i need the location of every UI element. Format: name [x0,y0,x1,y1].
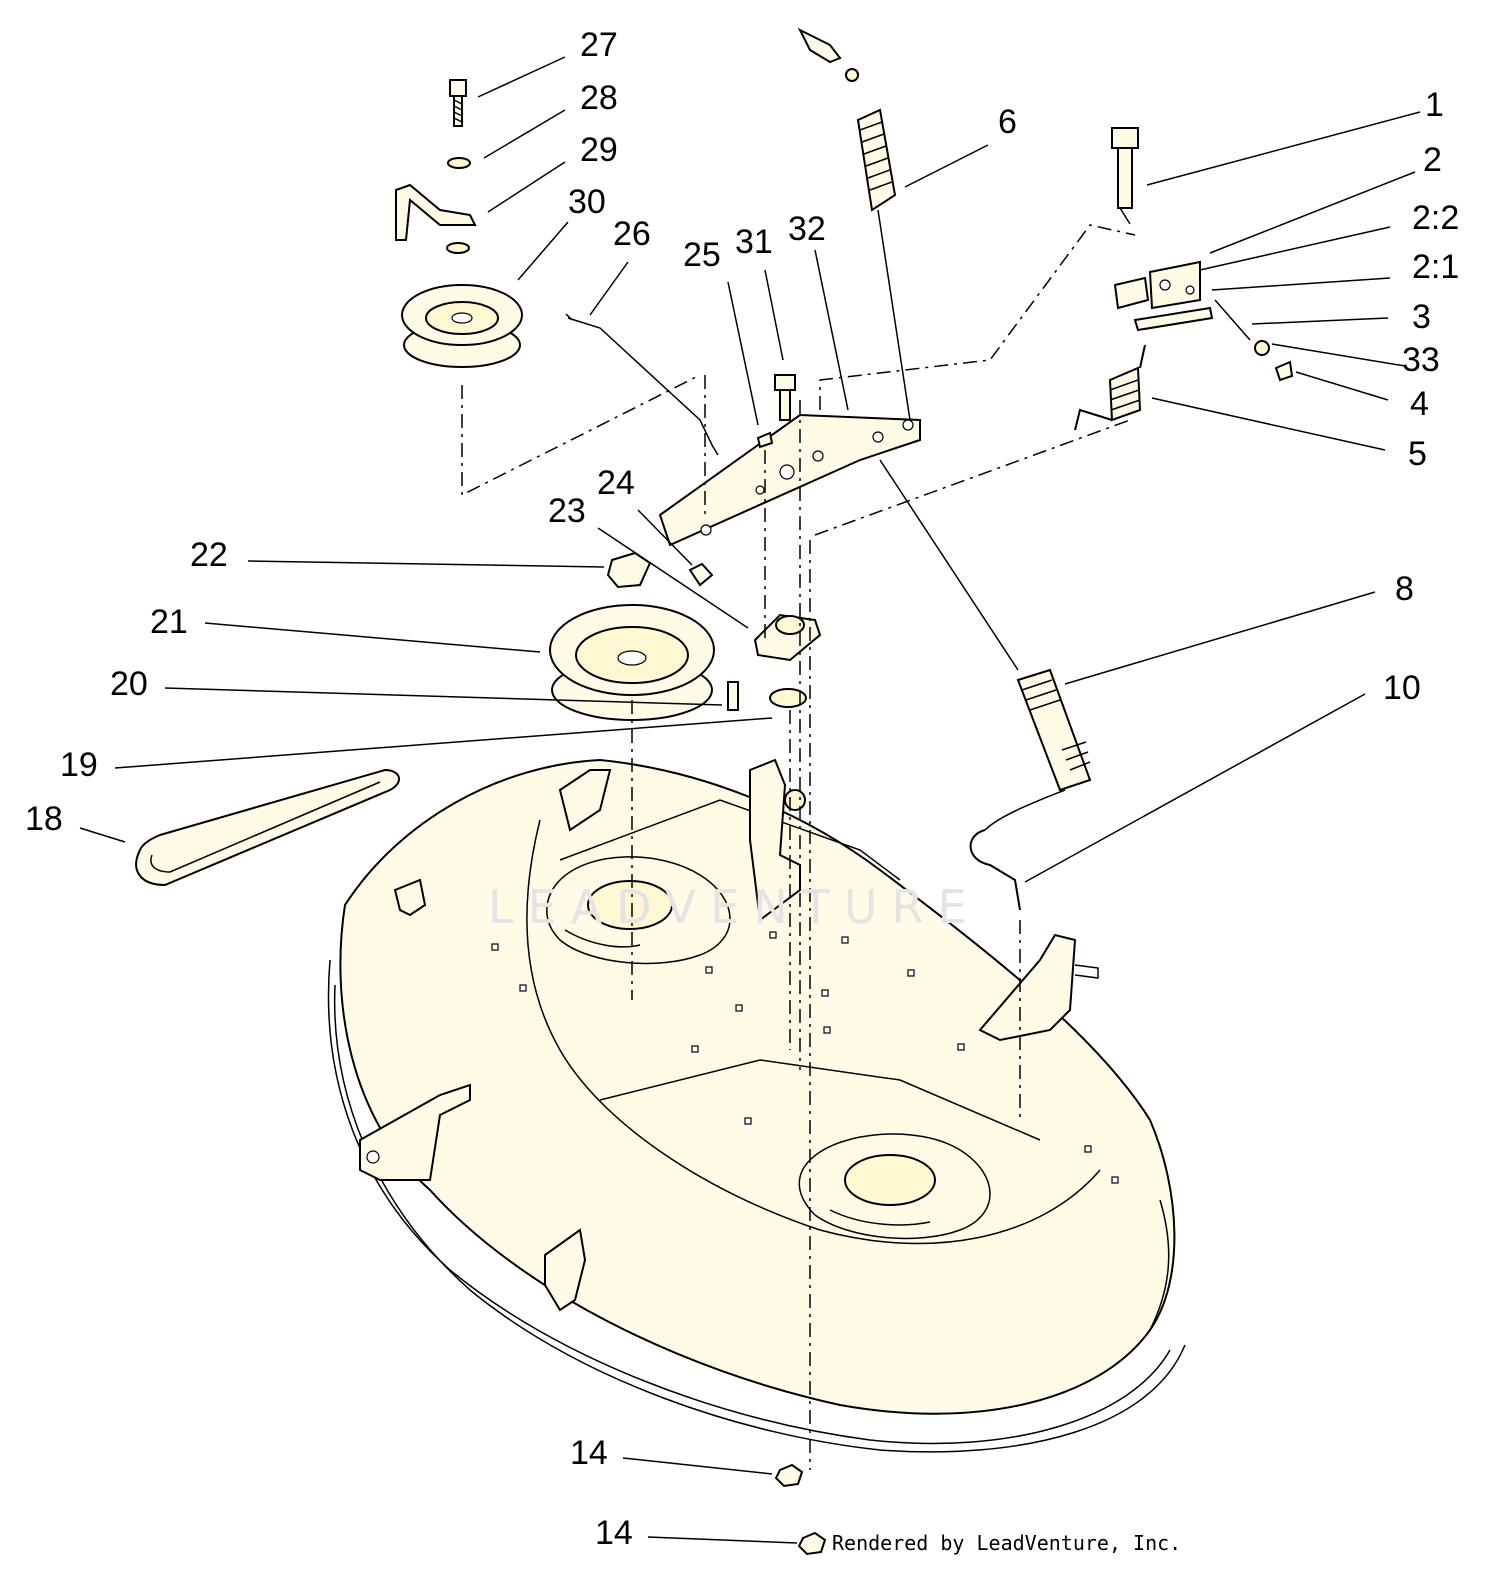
callout-31: 31 [735,223,773,261]
callout-8: 8 [1395,570,1414,608]
callout-20: 20 [110,665,148,703]
mower-deck-housing [327,758,1186,1453]
watermark-text: LEADVENTURE [488,880,981,934]
callout-6: 6 [998,103,1017,141]
adjustment-rod [969,829,1021,911]
callout-4: 4 [1410,385,1429,423]
render-credit: Rendered by LeadVenture, Inc. [832,1531,1182,1555]
callout-18: 18 [25,800,63,838]
callout-23: 23 [548,492,586,530]
callout-26: 26 [613,215,651,253]
callout-2-2: 2:2 [1412,199,1460,237]
idler-pulley-top [401,284,523,368]
callout-21: 21 [150,603,188,641]
callout-2-1: 2:1 [1412,248,1460,286]
control-cable [565,313,719,456]
callout-10: 10 [1383,669,1421,707]
extension-spring-lower [879,459,1092,831]
leader-lines [79,56,1421,1544]
callout-5: 5 [1408,435,1427,473]
shoulder-bolt-and-nut [756,374,796,449]
callout-14-bottom: 14 [595,1514,633,1552]
idler-arm-plate [658,413,921,547]
callout-32: 32 [788,210,826,248]
callout-29: 29 [580,131,618,169]
callout-3: 3 [1412,298,1431,336]
callout-25: 25 [683,236,721,274]
callout-27: 27 [580,26,618,64]
reference-lines [461,224,1136,1470]
callout-1: 1 [1425,86,1444,124]
callout-30: 30 [568,183,606,221]
callout-33: 33 [1402,341,1440,379]
callout-19: 19 [60,746,98,784]
callout-24: 24 [597,464,635,502]
callout-2: 2 [1423,141,1442,179]
drive-belt [135,768,400,887]
main-pulley-assembly [549,551,822,721]
linkage-assembly-right [1074,127,1294,431]
callout-14-top: 14 [570,1434,608,1472]
hex-nuts-bottom [774,1463,827,1556]
callout-22: 22 [190,536,228,574]
callout-28: 28 [580,79,618,117]
extension-spring-top [797,27,911,421]
bolt-stack-left [395,79,477,254]
